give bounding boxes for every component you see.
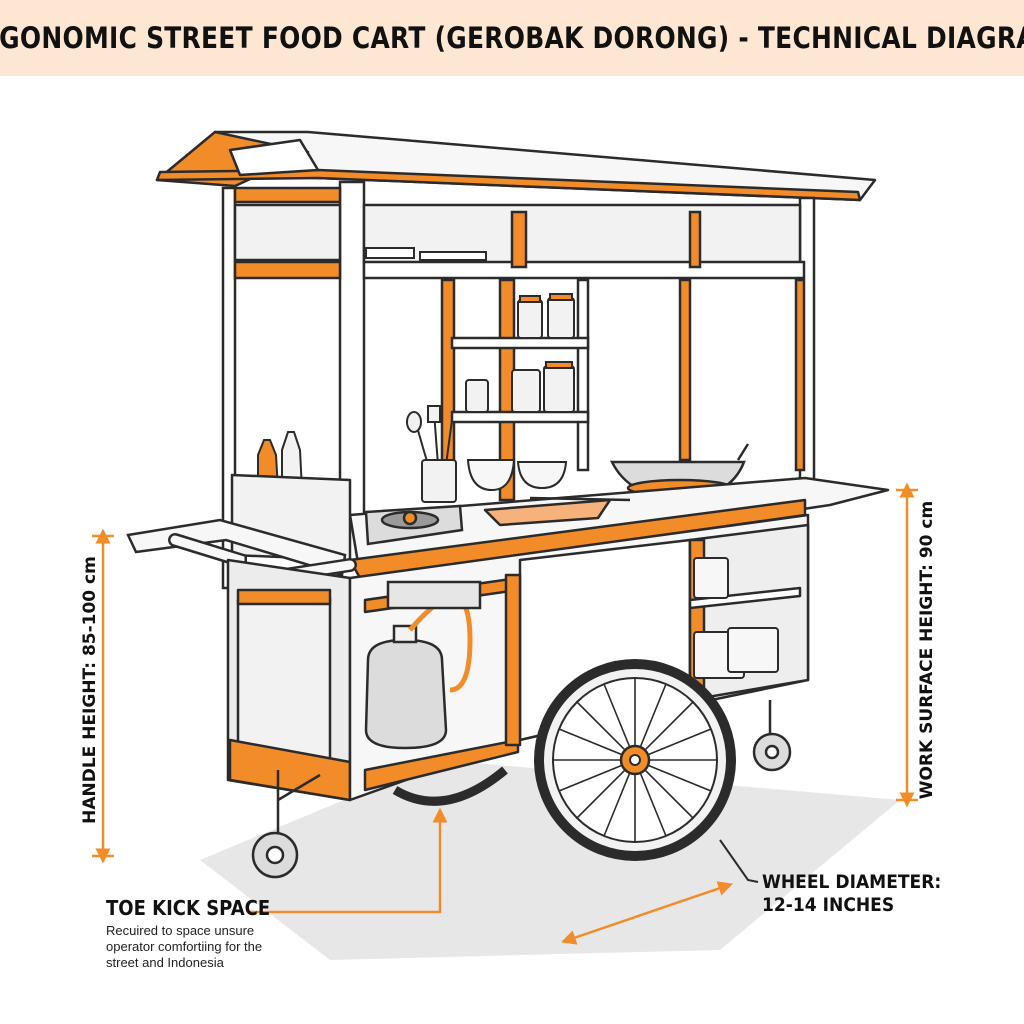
cart-roof [155, 130, 877, 202]
wheel-diameter-value: 12-14 INCHES [762, 894, 895, 916]
work-surface-height-label: WORK SURFACE HEIGHT: 90 cm [917, 500, 937, 800]
spice-shelf [440, 278, 590, 502]
sink-basin [386, 580, 482, 610]
large-wheel [534, 659, 736, 861]
utensil-holder [406, 405, 457, 503]
diagram-title: ERGONOMIC STREET FOOD CART (GEROBAK DORO… [0, 21, 1024, 55]
title-banner: ERGONOMIC STREET FOOD CART (GEROBAK DORO… [0, 0, 1024, 76]
wheel-leader-line [719, 839, 759, 883]
bowls [466, 459, 568, 492]
wheel-diameter-title: WHEEL DIAMETER: [762, 871, 942, 893]
toe-kick-description: Recuired to space unsure operator comfor… [106, 923, 263, 970]
storage-containers [693, 557, 779, 679]
toe-kick-title: TOE KICK SPACE [106, 896, 271, 920]
handle-height-label: HANDLE HEIGHT: 85-100 cm [80, 556, 100, 824]
toe-kick-arrow [250, 807, 448, 914]
wheel-diameter-arrow [560, 881, 734, 945]
gas-stove [364, 504, 464, 546]
gas-cylinder [364, 595, 473, 750]
rear-wheel [392, 766, 508, 806]
plates [365, 247, 487, 261]
caster-wheels [251, 700, 792, 879]
dimension-arrows [92, 482, 918, 945]
spice-jars [465, 293, 575, 413]
